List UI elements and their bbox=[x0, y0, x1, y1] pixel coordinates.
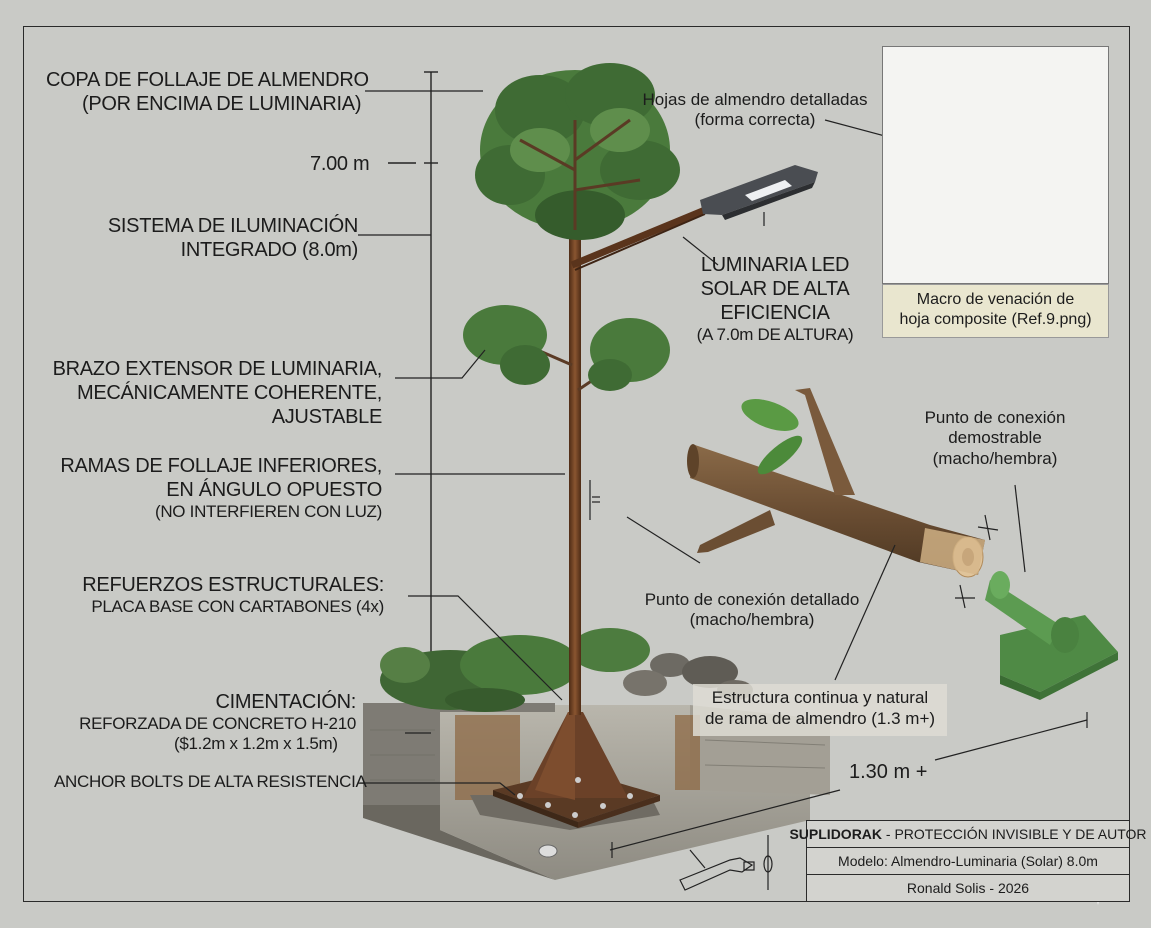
title-block: SUPLIDORAK - PROTECCIÓN INVISIBLE Y DE A… bbox=[789, 820, 1147, 902]
label-cimentacion: CIMENTACIÓN: REFORZADA DE CONCRETO H-210… bbox=[60, 690, 356, 755]
label-line: (NO INTERFIEREN CON LUZ) bbox=[154, 502, 382, 521]
label-brazo: BRAZO EXTENSOR DE LUMINARIA, MECÁNICAMEN… bbox=[40, 357, 383, 429]
title-block-model: Modelo: Almendro-Luminaria (Solar) 8.0m bbox=[807, 848, 1129, 875]
brand-tagline: - PROTECCIÓN INVISIBLE Y DE AUTOR bbox=[882, 826, 1147, 842]
base-plate bbox=[493, 712, 660, 828]
brand-name: SUPLIDORAK bbox=[789, 826, 883, 842]
label-line: Macro de venación de bbox=[916, 291, 1075, 308]
label-line: BRAZO EXTENSOR DE LUMINARIA, bbox=[52, 358, 383, 380]
drawing-frame bbox=[23, 26, 1130, 902]
label-line: EFICIENCIA bbox=[720, 302, 830, 324]
label-anchor-bolts: ANCHOR BOLTS DE ALTA RESISTENCIA bbox=[54, 772, 367, 791]
label-line: COPA DE FOLLAJE DE ALMENDRO bbox=[46, 69, 369, 91]
label-line: (A 7.0m DE ALTURA) bbox=[696, 325, 854, 344]
label-sistema: SISTEMA DE ILUMINACIÓN INTEGRADO (8.0m) bbox=[60, 214, 358, 262]
connection-sketch-icon bbox=[679, 835, 773, 891]
label-punto-detallado: Punto de conexión detallado (macho/hembr… bbox=[630, 590, 874, 631]
label-line: hoja composite (Ref.9.png) bbox=[899, 311, 1092, 328]
leader-lines bbox=[358, 90, 1088, 858]
luminaire bbox=[570, 165, 818, 271]
label-hojas: Hojas de almendro detalladas (forma corr… bbox=[636, 90, 874, 131]
label-line: SISTEMA DE ILUMINACIÓN bbox=[107, 215, 358, 237]
branch-segment bbox=[687, 388, 985, 578]
label-estructura: Estructura continua y natural de rama de… bbox=[693, 684, 947, 736]
label-line: LUMINARIA LED bbox=[700, 254, 850, 276]
pole bbox=[569, 210, 581, 715]
label-line: REFUERZOS ESTRUCTURALES: bbox=[82, 574, 384, 596]
label-punto-demostrable: Punto de conexión demostrable (macho/hem… bbox=[905, 408, 1085, 469]
male-connector bbox=[985, 571, 1118, 700]
ground-plants bbox=[380, 628, 753, 712]
label-line: REFORZADA DE CONCRETO H-210 bbox=[79, 714, 356, 733]
label-line: Hojas de almendro detalladas bbox=[642, 90, 868, 109]
label-line: PLACA BASE CON CARTABONES (4x) bbox=[91, 597, 384, 616]
label-copa: COPA DE FOLLAJE DE ALMENDRO (POR ENCIMA … bbox=[46, 68, 369, 116]
label-dim-130: 1.30 m + bbox=[849, 761, 928, 783]
label-line: ($1.2m x 1.2m x 1.5m) bbox=[174, 734, 338, 754]
leaf-macro-frame bbox=[882, 46, 1109, 284]
label-line: CIMENTACIÓN: bbox=[215, 691, 357, 713]
title-block-author: Ronald Solis - 2026 bbox=[906, 880, 1030, 896]
label-line: demostrable bbox=[948, 428, 1042, 448]
lower-branches bbox=[463, 305, 670, 392]
label-line: Estructura continua y natural bbox=[711, 688, 929, 707]
label-line: AJUSTABLE bbox=[271, 406, 383, 428]
title-block-brand-row: SUPLIDORAK - PROTECCIÓN INVISIBLE Y DE A… bbox=[789, 821, 1147, 848]
label-luminaria: LUMINARIA LED SOLAR DE ALTA EFICIENCIA (… bbox=[680, 253, 870, 345]
label-refuerzos: REFUERZOS ESTRUCTURALES: PLACA BASE CON … bbox=[70, 573, 384, 617]
leaf-macro-caption: Macro de venación de hoja composite (Ref… bbox=[882, 284, 1109, 338]
label-line: Punto de conexión detallado bbox=[644, 590, 860, 609]
label-line: (macho/hembra) bbox=[932, 448, 1058, 468]
canopy bbox=[475, 63, 680, 240]
label-line: Punto de conexión bbox=[924, 408, 1066, 427]
label-line: (forma correcta) bbox=[694, 110, 816, 130]
label-line: (POR ENCIMA DE LUMINARIA) bbox=[82, 93, 362, 115]
label-line: INTEGRADO (8.0m) bbox=[180, 239, 359, 261]
label-line: MECÁNICAMENTE COHERENTE, bbox=[76, 382, 382, 404]
label-line: EN ÁNGULO OPUESTO bbox=[166, 479, 382, 501]
label-height-7m: 7.00 m bbox=[310, 153, 370, 175]
label-line: de rama de almendro (1.3 m+) bbox=[704, 709, 936, 729]
label-line: (macho/hembra) bbox=[689, 610, 815, 630]
label-line: RAMAS DE FOLLAJE INFERIORES, bbox=[60, 455, 382, 477]
label-line: SOLAR DE ALTA bbox=[700, 278, 850, 300]
label-ramas: RAMAS DE FOLLAJE INFERIORES, EN ÁNGULO O… bbox=[40, 454, 382, 522]
